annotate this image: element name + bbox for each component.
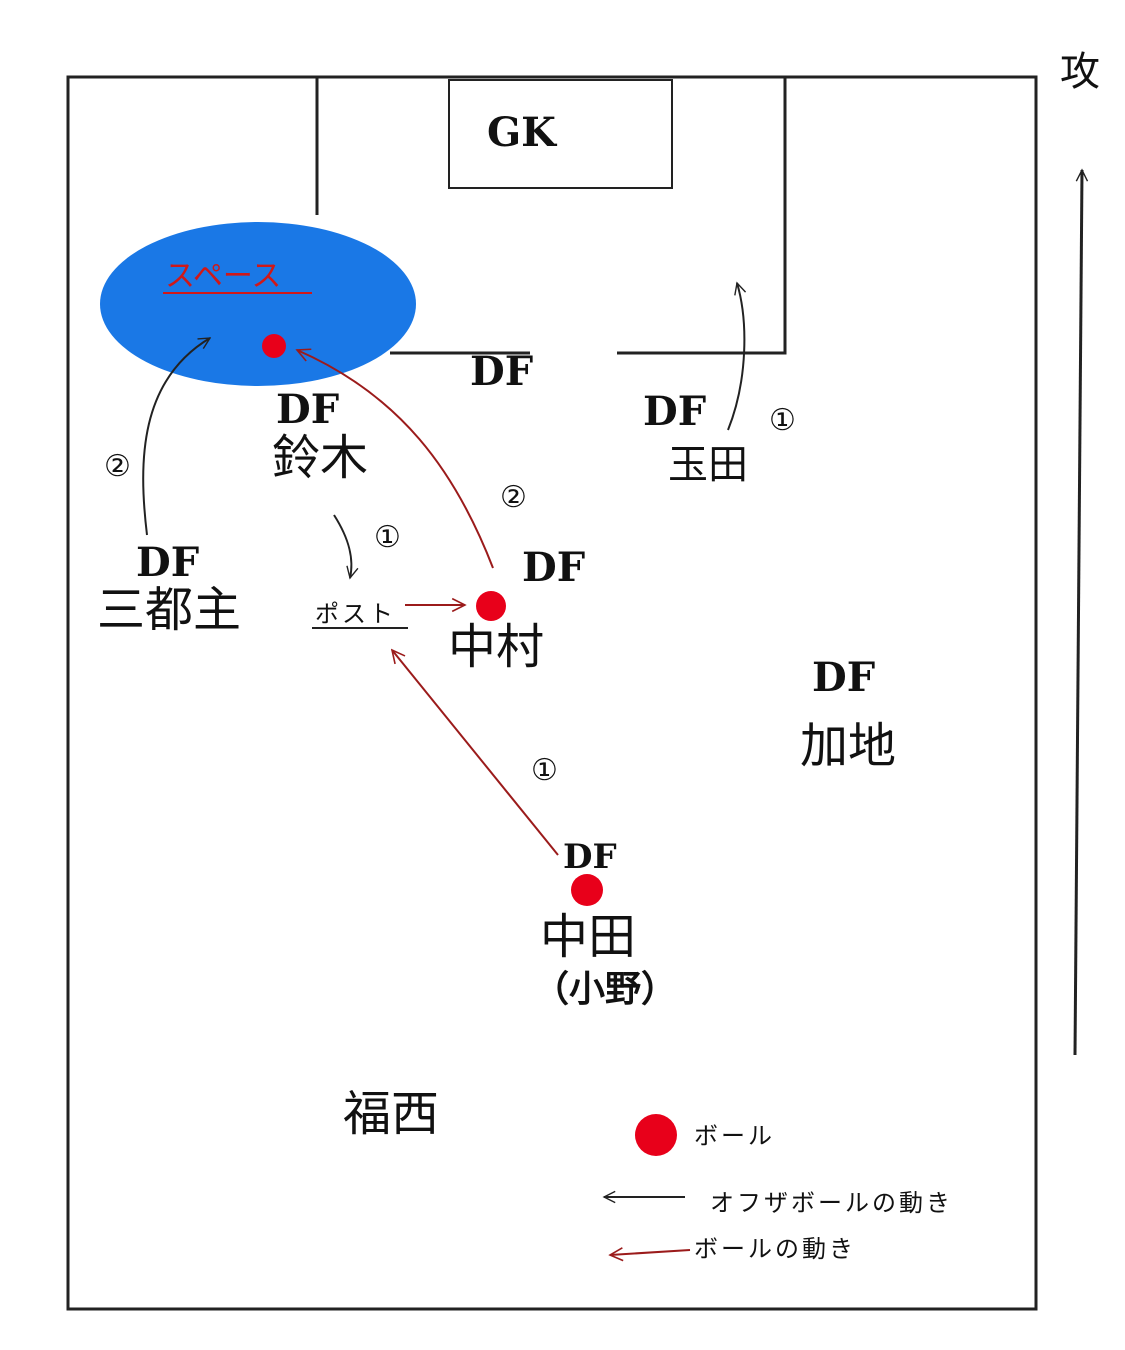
- kaji-role: DF: [812, 654, 876, 701]
- goal-area: [448, 79, 673, 189]
- ball-nakata: [571, 874, 603, 906]
- attack-label: 攻: [1060, 49, 1100, 95]
- post-step-marker: ①: [374, 520, 401, 555]
- nakamura-name: 中村: [448, 619, 545, 675]
- center-df-label: DF: [470, 348, 534, 395]
- ball-nakamura: [476, 591, 506, 621]
- suzuki-name: 鈴木: [272, 430, 369, 486]
- nakamura-step-marker: ②: [500, 480, 527, 515]
- space-label: スペース: [165, 259, 282, 294]
- nakata-role: DF: [563, 837, 617, 877]
- nakamura-role: DF: [522, 544, 586, 591]
- tamada-role: DF: [643, 388, 707, 435]
- gk-label: GK: [487, 109, 556, 156]
- penalty-area: [315, 77, 787, 355]
- off-ball-arrow-suzuki: [333, 514, 351, 578]
- legend-ball-movement-label: ボールの動き: [694, 1235, 856, 1263]
- tamada-name: 玉田: [668, 442, 748, 488]
- legend-ball-marker: [635, 1114, 677, 1156]
- suzuki-role: DF: [276, 386, 340, 433]
- misutsu-role: DF: [136, 539, 200, 586]
- nakata-step-marker: ①: [531, 753, 558, 788]
- attack-direction-arrow: [1073, 170, 1082, 1056]
- legend-off-ball-label: オフザボールの動き: [710, 1189, 953, 1217]
- pitch-boundary: [66, 75, 1038, 1311]
- nakata-name: 中田: [540, 909, 637, 965]
- misutsu-name: 三都主: [97, 582, 242, 638]
- legend-ball-arrow: [610, 1250, 691, 1255]
- misutsu-step-marker: ②: [104, 449, 131, 484]
- nakata-sub-name: （小野）: [533, 969, 678, 1010]
- fukunishi-name: 福西: [343, 1086, 440, 1142]
- off-ball-arrow-misutsu: [142, 337, 210, 536]
- ball-in-space: [262, 334, 286, 358]
- space-area: [100, 222, 416, 386]
- post-label: ポスト: [315, 600, 396, 628]
- ball-arrow-nakata-to-post: [392, 650, 559, 856]
- off-ball-arrow-tamada: [727, 283, 744, 431]
- tamada-step-marker: ①: [769, 403, 796, 438]
- legend-ball-label: ボール: [694, 1122, 775, 1150]
- ball-arrow-nakamura-to-space: [297, 350, 494, 569]
- kaji-name: 加地: [800, 718, 897, 774]
